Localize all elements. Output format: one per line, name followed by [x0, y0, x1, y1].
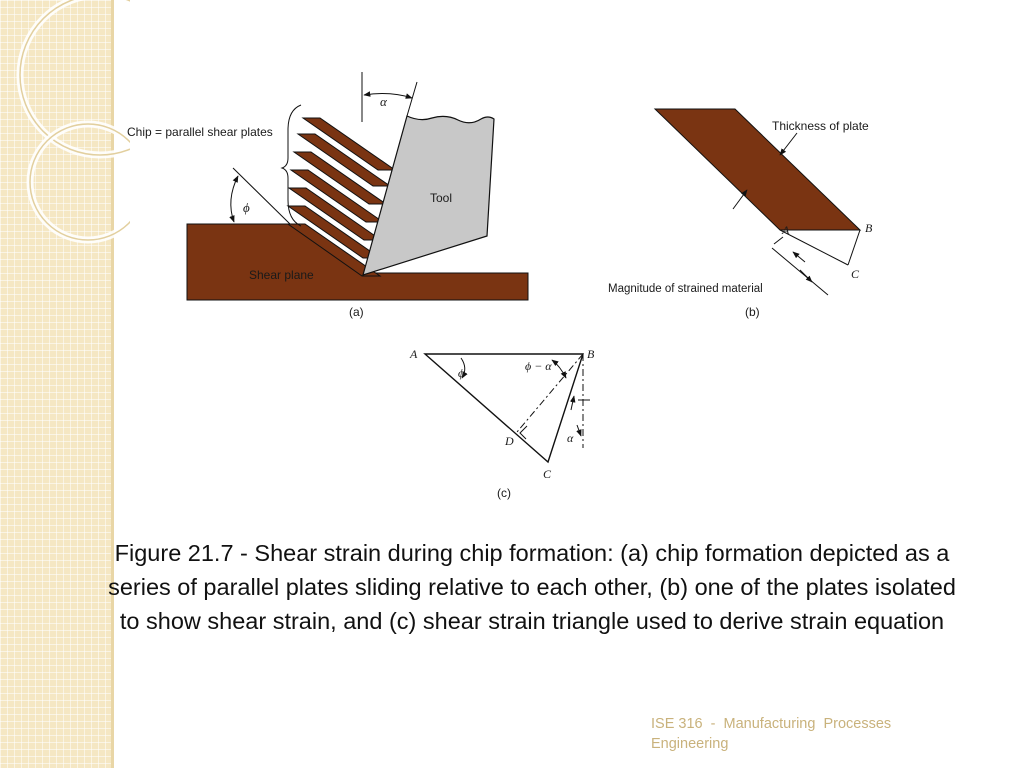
chip-shear-plates [286, 117, 397, 277]
point-d-label: D [504, 434, 514, 448]
point-b-label: B [587, 347, 595, 361]
line-b-d [516, 353, 584, 433]
phi-minus-alpha-arc [551, 359, 567, 379]
shear-angle-label: ϕ [243, 200, 250, 215]
magnitude-label: Magnitude of strained material [608, 283, 763, 295]
line-b-c [847, 229, 861, 266]
thickness-arrow-bottom [732, 189, 748, 210]
rake-angle-label: α [380, 94, 388, 109]
alpha-arrow-down [576, 424, 582, 437]
tool-face-extension [406, 81, 418, 117]
chip-brace [280, 104, 302, 227]
shear-strain-figure: Tool α ϕ Chip = parallel shear plates Sh… [127, 72, 873, 500]
alpha-arrow-up [569, 395, 576, 411]
dimension-tick-a [773, 236, 784, 245]
figure-b-isolated-plate: Thickness of plate Magnitude of strained… [608, 108, 873, 319]
triangle-abc [423, 353, 584, 464]
dimension-line [771, 247, 829, 296]
thickness-label: Thickness of plate [772, 119, 869, 133]
figure-c-caption: (c) [497, 486, 511, 500]
shear-plane-extension [232, 167, 291, 225]
point-a-label: A [781, 223, 790, 237]
tool-label: Tool [430, 191, 452, 205]
dimension-arrow-a [792, 251, 806, 263]
tool [362, 115, 495, 276]
figure-a-caption: (a) [349, 305, 364, 319]
point-c-label: C [543, 467, 552, 481]
figure-caption: Figure 21.7 - Shear strain during chip f… [108, 540, 956, 634]
shear-plane-label: Shear plane [249, 268, 314, 282]
rake-angle-arc [363, 91, 413, 99]
course-footer: ISE 316 - Manufacturing Processes Engine… [651, 716, 896, 752]
figure-b-caption: (b) [745, 305, 760, 319]
point-c-label: C [851, 267, 860, 281]
decorative-rings [16, 0, 130, 244]
phi-label: ϕ [458, 366, 464, 380]
alpha-label: α [567, 431, 574, 445]
figure-c-strain-triangle: A B C D ϕ ϕ − α α (c) [409, 347, 595, 500]
chip-label: Chip = parallel shear plates [127, 125, 273, 139]
phi-minus-alpha-label: ϕ − α [525, 359, 552, 373]
phi-arc [460, 357, 468, 379]
decorative-sidebar [0, 0, 113, 768]
thickness-arrow-top [779, 132, 798, 156]
dimension-arrow-c [799, 269, 813, 283]
shear-angle-arc [229, 175, 239, 223]
point-b-label: B [865, 221, 873, 235]
sidebar-edge [111, 0, 114, 768]
figure-a-chip-formation: Tool α ϕ Chip = parallel shear plates Sh… [127, 72, 529, 319]
line-a-c [779, 229, 849, 266]
right-angle-mark [519, 425, 528, 440]
point-a-label: A [409, 347, 418, 361]
